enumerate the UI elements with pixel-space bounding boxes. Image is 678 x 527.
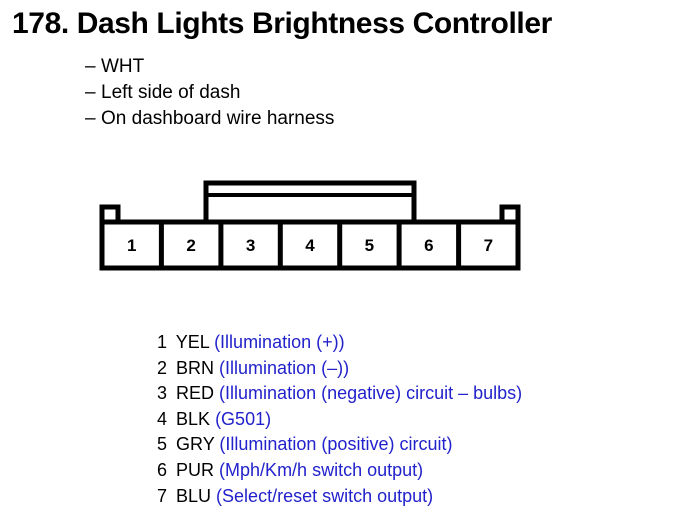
pin-number: 3	[157, 383, 168, 404]
pin-description: (Select/reset switch output)	[216, 485, 434, 506]
connector-pin-1: 1	[127, 236, 136, 255]
pin-list-item: 4 BLK (G501)	[157, 407, 522, 433]
pin-number: 7	[157, 485, 168, 506]
pin-description: (Illumination (–))	[219, 357, 350, 378]
note-label: WHT	[101, 56, 145, 77]
connector-diagram: 1 2 3 4 5 6 7	[96, 180, 524, 280]
pin-description: (Mph/Km/h switch output)	[219, 459, 424, 480]
connector-pin-3: 3	[246, 236, 255, 255]
note-label: Left side of dash	[101, 82, 241, 103]
note-label: On dashboard wire harness	[101, 108, 335, 129]
connector-pin-6: 6	[424, 236, 433, 255]
pin-wire-color: BRN	[176, 357, 215, 378]
pin-wire-color: GRY	[176, 434, 215, 455]
note-item: –WHT	[85, 54, 334, 80]
pin-list-item: 2 BRN (Illumination (–))	[157, 356, 522, 382]
pin-list-item: 7 BLU (Select/reset switch output)	[157, 484, 522, 510]
page-title: 178. Dash Lights Brightness Controller	[12, 7, 552, 40]
pin-list-item: 6 PUR (Mph/Km/h switch output)	[157, 458, 522, 484]
note-item: –Left side of dash	[85, 80, 334, 106]
pin-wire-color: YEL	[175, 332, 210, 352]
connector-pin-5: 5	[365, 236, 374, 255]
pin-number: 1	[157, 332, 168, 352]
pin-description: (Illumination (negative) circuit – bulbs…	[219, 383, 523, 404]
pin-dividers	[158, 222, 462, 268]
pin-number: 4	[157, 408, 168, 429]
connector-pin-7: 7	[484, 236, 493, 255]
pin-description: (G501)	[215, 408, 272, 429]
pin-number: 5	[157, 434, 168, 455]
note-dash: –	[85, 82, 96, 103]
note-item: –On dashboard wire harness	[85, 106, 334, 132]
note-list: –WHT –Left side of dash –On dashboard wi…	[85, 54, 334, 132]
latch-tab	[203, 180, 417, 228]
pin-list-item: 5 GRY (Illumination (positive) circuit)	[157, 432, 522, 458]
pin-number: 2	[157, 357, 168, 378]
connector-pin-2: 2	[186, 236, 195, 255]
pin-wire-color: RED	[176, 383, 215, 404]
pin-wire-color: BLK	[176, 408, 211, 429]
pin-description: (Illumination (+))	[214, 332, 345, 352]
note-dash: –	[85, 56, 96, 77]
note-dash: –	[85, 108, 96, 129]
pin-list-item: 3 RED (Illumination (negative) circuit –…	[157, 381, 522, 407]
pin-list: 1 YEL (Illumination (+)) 2 BRN (Illumina…	[157, 330, 522, 509]
connector-pin-4: 4	[305, 236, 315, 255]
pin-list-item: 1 YEL (Illumination (+))	[157, 330, 522, 356]
pin-wire-color: BLU	[176, 485, 212, 506]
pin-number: 6	[157, 459, 168, 480]
pin-description: (Illumination (positive) circuit)	[219, 434, 453, 455]
pin-wire-color: PUR	[176, 459, 215, 480]
